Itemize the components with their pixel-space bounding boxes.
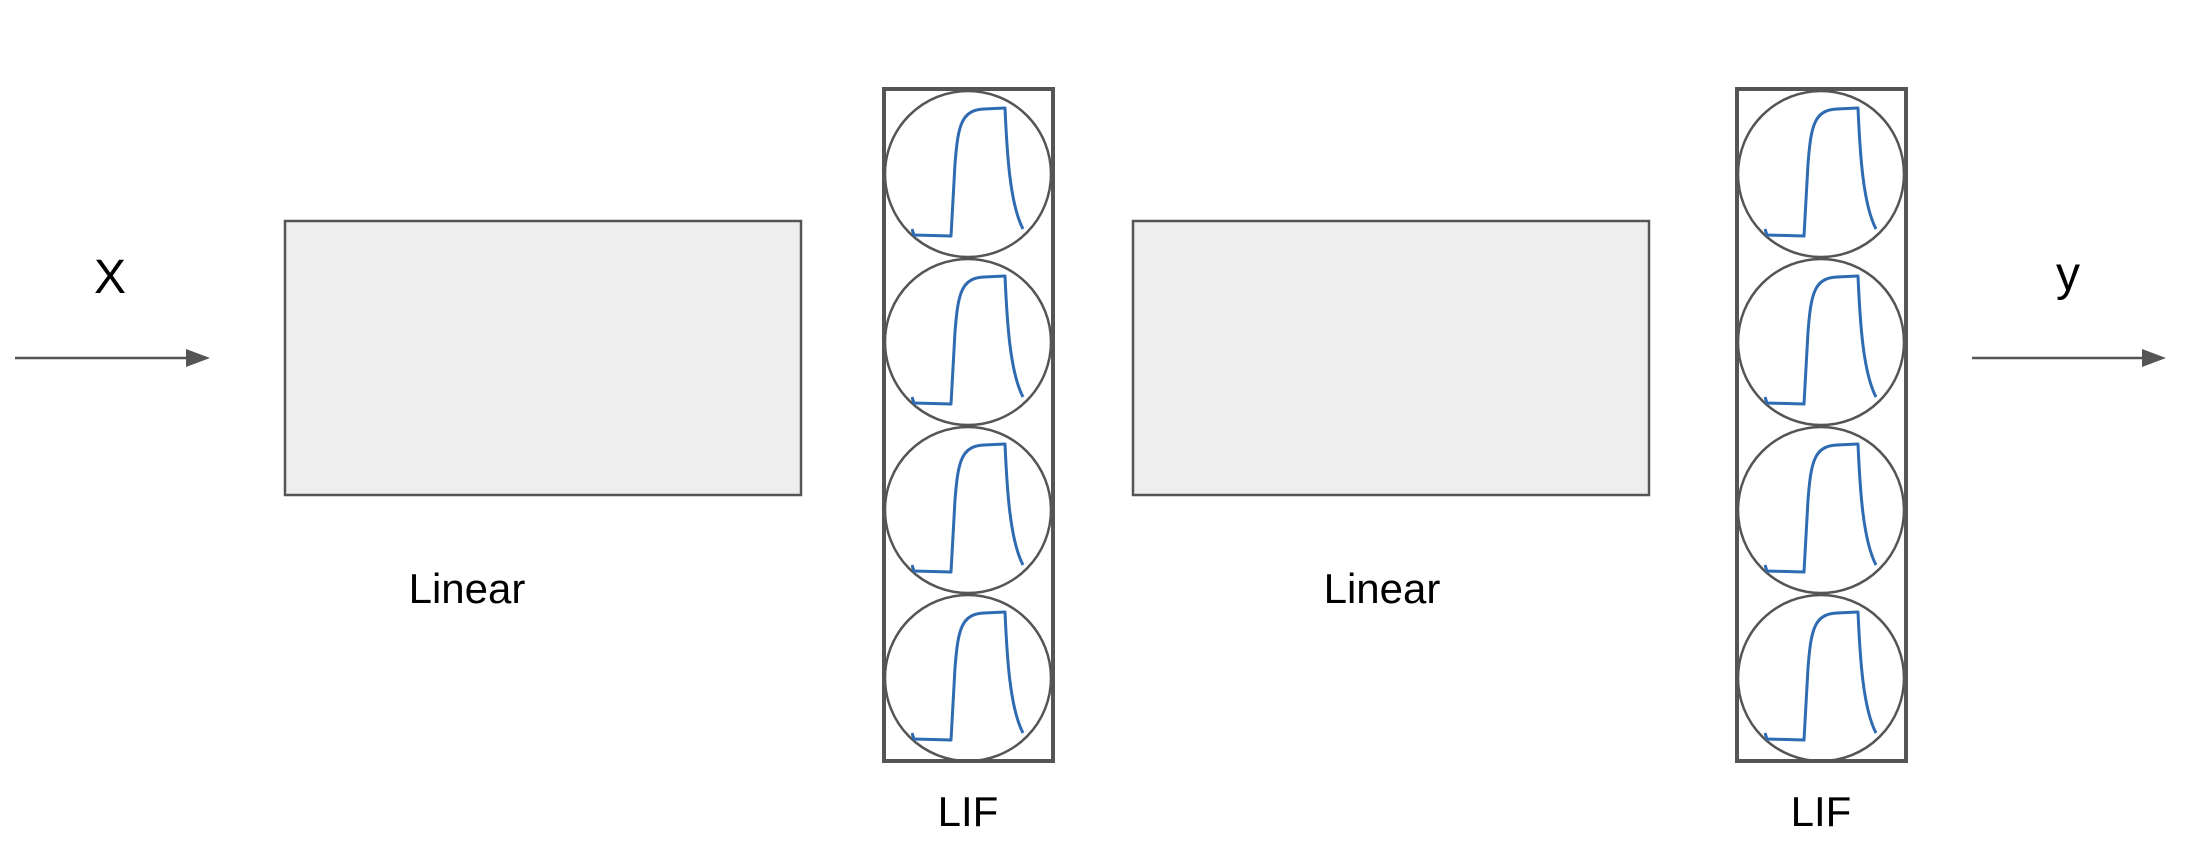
spike-trace-icon (910, 610, 1025, 742)
output-group: y (1972, 248, 2166, 367)
lif-label-2: LIF (1791, 788, 1852, 835)
linear-label-1: Linear (409, 565, 526, 612)
spike-trace-icon (1763, 442, 1878, 574)
spike-trace-icon (1763, 610, 1878, 742)
input-label: X (94, 251, 126, 304)
spike-trace-icon (1763, 106, 1878, 238)
output-label: y (2056, 248, 2080, 301)
linear-layer-1: Linear (283, 219, 803, 612)
linear-box-1 (283, 219, 803, 497)
spike-trace-icon (1763, 274, 1878, 406)
spike-trace-icon (910, 274, 1025, 406)
lif-layer-1: LIF (882, 87, 1055, 835)
input-group: X (15, 251, 210, 367)
linear-box-2 (1131, 219, 1651, 497)
lif-frame-2 (1735, 87, 1908, 763)
input-arrowhead-icon (186, 349, 210, 367)
linear-layer-2: Linear (1131, 219, 1651, 612)
output-arrowhead-icon (2142, 349, 2166, 367)
linear-label-2: Linear (1324, 565, 1441, 612)
spike-trace-icon (910, 442, 1025, 574)
lif-neurons-2 (1736, 89, 1906, 763)
lif-label-1: LIF (938, 788, 999, 835)
lif-neurons-1 (883, 89, 1053, 763)
spike-trace-icon (910, 106, 1025, 238)
lif-layer-2: LIF (1735, 87, 1908, 835)
lif-frame-1 (882, 87, 1055, 763)
